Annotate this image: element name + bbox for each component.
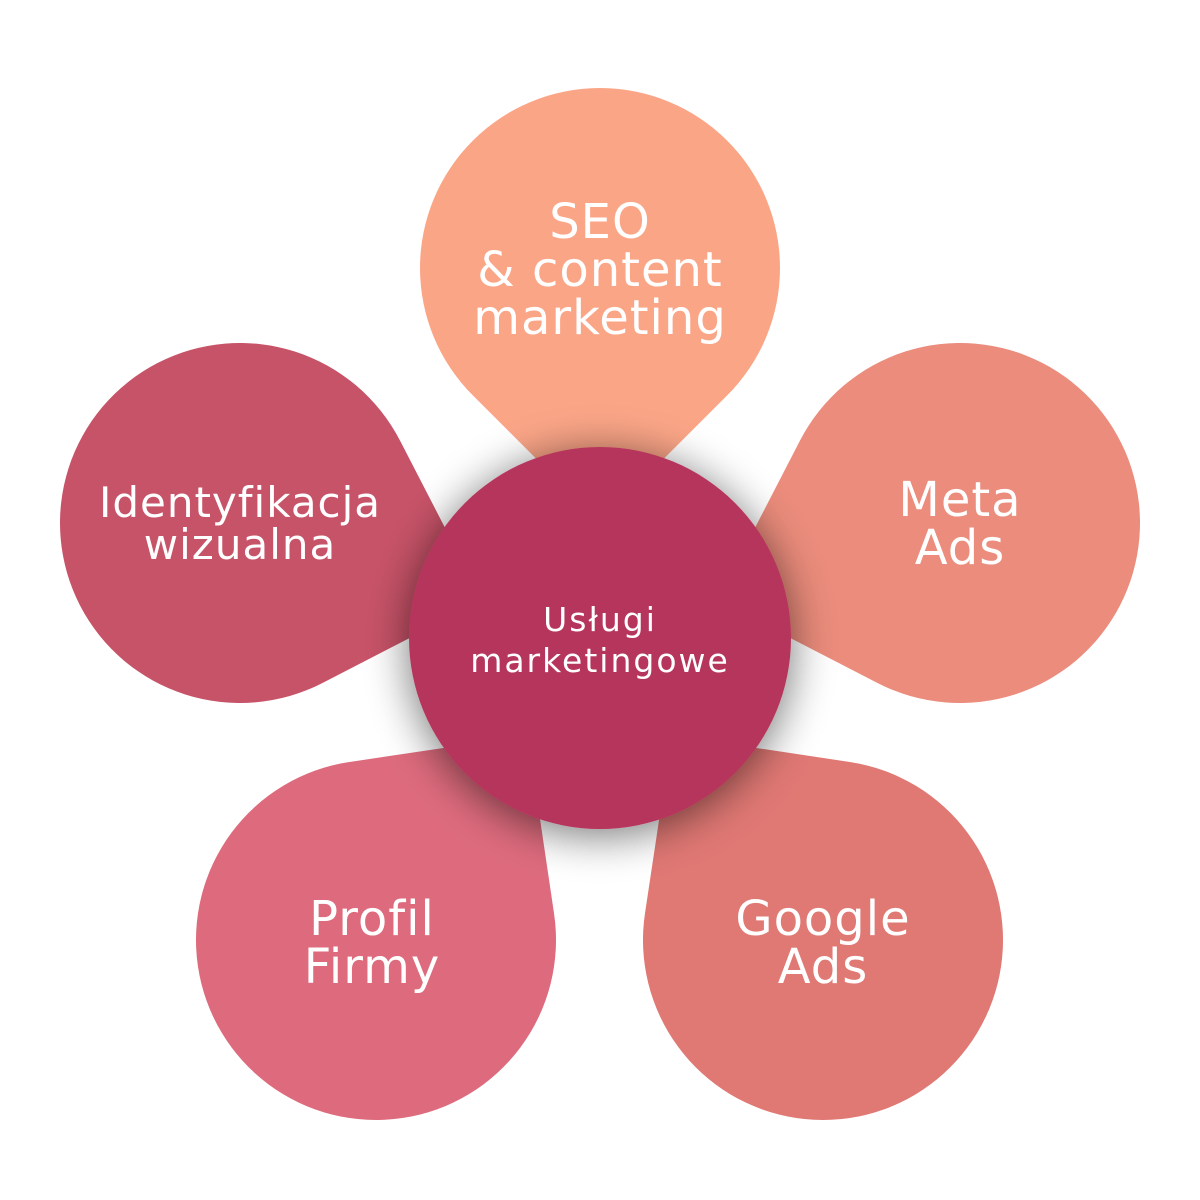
petal-label-line: Meta xyxy=(898,472,1022,528)
petal-label-line: SEO xyxy=(549,194,651,250)
petal-label-line: Profil xyxy=(309,891,435,947)
petal-label-line: wizualna xyxy=(143,520,337,569)
petal-meta-ads xyxy=(717,343,1140,703)
petal-label-line: Ads xyxy=(777,939,869,995)
petal-identyfikacja xyxy=(59,343,483,703)
petal-seo xyxy=(420,88,780,523)
petal-label-line: marketing xyxy=(473,290,727,346)
petal-label-line: & content xyxy=(477,242,723,298)
center-label-line: Usługi xyxy=(543,599,657,639)
petal-profil-firmy xyxy=(195,735,556,1120)
petal-google-ads xyxy=(643,735,1003,1120)
petal-label-line: Firmy xyxy=(303,939,441,995)
center-label-line: marketingowe xyxy=(470,641,730,680)
petal-label-line: Google xyxy=(735,891,911,947)
center-circle xyxy=(409,447,791,829)
petal-label-line: Ads xyxy=(914,520,1006,576)
petal-label-line: Identyfikacja xyxy=(98,478,382,527)
